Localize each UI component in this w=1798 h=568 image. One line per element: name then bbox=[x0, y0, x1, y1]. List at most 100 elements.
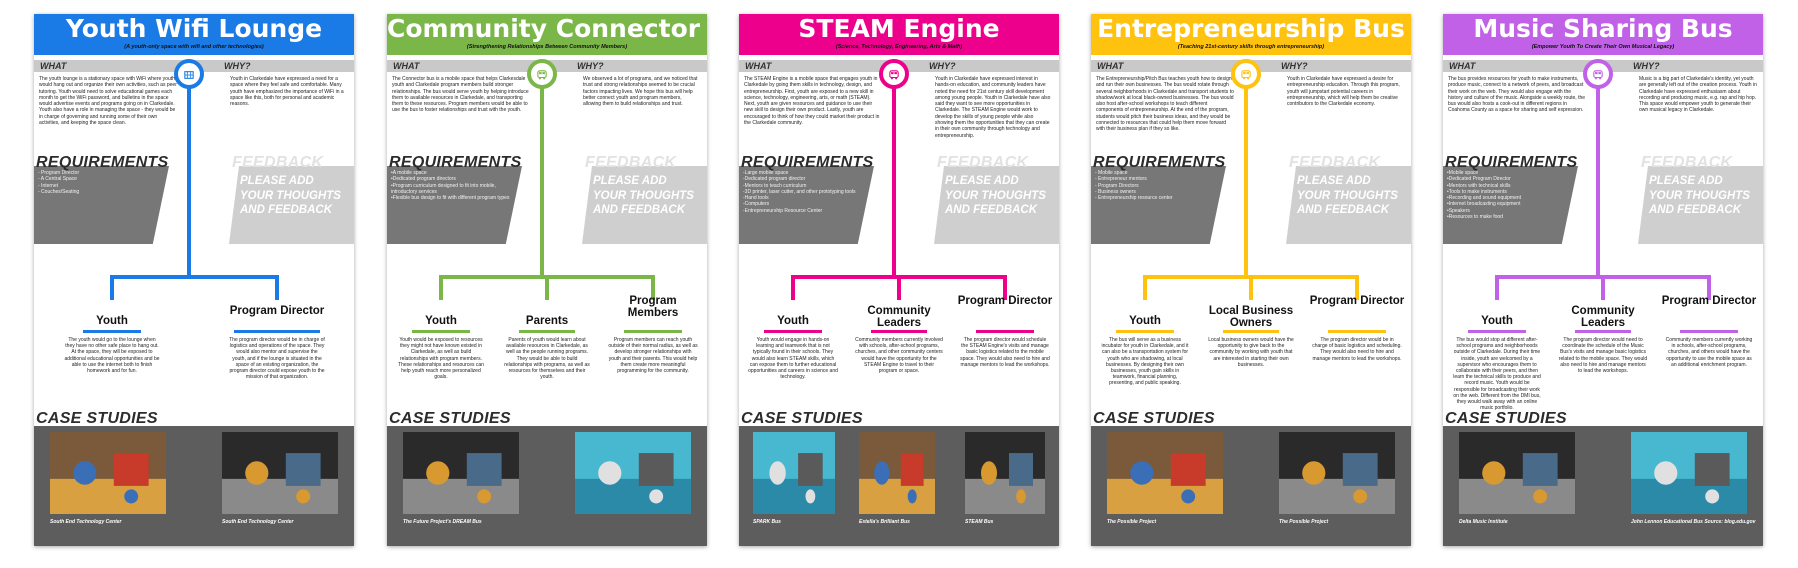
feedback-panel bbox=[582, 166, 707, 244]
case-studies-heading: CASE STUDIES bbox=[1093, 410, 1215, 427]
case-studies-heading: CASE STUDIES bbox=[389, 410, 511, 427]
poster-3: STEAM Engine(Science, Technology, Engine… bbox=[739, 14, 1059, 546]
role-name: Program Director bbox=[1661, 295, 1757, 307]
feedback-panel bbox=[1638, 166, 1763, 244]
branch-drop bbox=[651, 275, 655, 300]
role-underline bbox=[1575, 330, 1631, 333]
role-name: Community Leaders bbox=[1571, 305, 1635, 329]
tree-stem bbox=[892, 88, 896, 275]
branch-drop bbox=[1601, 275, 1605, 300]
why-description: Youth in Clarkedale have expressed a nee… bbox=[230, 76, 344, 108]
role-underline bbox=[1468, 330, 1526, 333]
role-description: The bus will serve as a business incubat… bbox=[1101, 337, 1189, 387]
requirements-heading: REQUIREMENTS bbox=[741, 154, 874, 171]
role-name: Youth bbox=[425, 315, 457, 327]
photo-caption: South End Technology Center bbox=[222, 519, 294, 525]
branch-drop bbox=[1249, 275, 1253, 300]
feedback-heading: FEEDBACK bbox=[585, 154, 677, 171]
poster-title: STEAM Engine bbox=[739, 14, 1059, 55]
requirements-list: - Mobile space - Entrepreneur mentors - … bbox=[1095, 170, 1173, 202]
music-bus-photo bbox=[1459, 432, 1575, 514]
role-underline bbox=[976, 330, 1034, 333]
branch-drop bbox=[1495, 275, 1499, 300]
role-underline bbox=[871, 330, 927, 333]
photo-caption: John Lennon Educational Bus Source: blog… bbox=[1631, 519, 1756, 525]
why-label: WHY? bbox=[1633, 61, 1660, 71]
role-description: Program members can reach youth outside … bbox=[608, 337, 698, 375]
requirements-heading: REQUIREMENTS bbox=[389, 154, 522, 171]
branch-drop bbox=[897, 275, 901, 300]
photo-caption: SPARK Bus bbox=[753, 519, 781, 525]
poster-5: Music Sharing Bus(Empower Youth To Creat… bbox=[1443, 14, 1763, 546]
photo-caption: Delta Music Institute bbox=[1459, 519, 1508, 525]
poster-subtitle: (Empower Youth To Create Their Own Music… bbox=[1531, 44, 1675, 50]
requirements-list: - Program Director - A Central Space - I… bbox=[38, 170, 80, 195]
branch-drop bbox=[791, 275, 795, 300]
mural-photo bbox=[50, 432, 166, 514]
requirements-list: -Large mobile space -Dedicated program d… bbox=[743, 170, 856, 214]
role-name: Parents bbox=[525, 315, 569, 327]
case-studies-heading: CASE STUDIES bbox=[1445, 410, 1567, 427]
poster-subtitle: (Strengthening Relationships Between Com… bbox=[466, 44, 628, 50]
why-description: Music is a big part of Clarkedale's iden… bbox=[1639, 76, 1757, 114]
what-description: The Connector bus is a mobile space that… bbox=[392, 76, 529, 114]
branch-drop bbox=[1707, 275, 1711, 300]
steam-bus-photo bbox=[965, 432, 1045, 514]
branch-drop bbox=[1003, 275, 1007, 300]
poster-subtitle: (A youth-only space with wifi and other … bbox=[124, 44, 264, 50]
what-label: WHAT bbox=[393, 61, 420, 71]
photo-caption: STEAM Bus bbox=[965, 519, 994, 525]
icon-circle bbox=[879, 59, 909, 89]
poster-4: Entrepreneurship Bus(Teaching 21st-centu… bbox=[1091, 14, 1411, 546]
role-name: Program Director bbox=[957, 295, 1053, 307]
branch-drop bbox=[110, 275, 114, 300]
feedback-prompt: PLEASE ADD YOUR THOUGHTS AND FEEDBACK bbox=[1649, 175, 1750, 216]
role-description: The program director would be in charge … bbox=[229, 337, 325, 381]
what-description: The youth lounge is a stationary space w… bbox=[39, 76, 177, 127]
icon-circle bbox=[1583, 59, 1613, 89]
feedback-panel bbox=[1286, 166, 1411, 244]
role-underline bbox=[1328, 330, 1386, 333]
role-name: Community Leaders bbox=[867, 305, 931, 329]
meeting-photo bbox=[1279, 432, 1395, 514]
why-description: Youth in Clarkedale have expressed a des… bbox=[1287, 76, 1400, 108]
role-underline bbox=[624, 330, 682, 333]
icon-circle bbox=[174, 59, 204, 89]
feedback-prompt: PLEASE ADD YOUR THOUGHTS AND FEEDBACK bbox=[593, 175, 694, 216]
presentation-photo bbox=[1107, 432, 1223, 514]
what-description: The Entrepreneurship/Pitch Bus teaches y… bbox=[1096, 76, 1234, 133]
poster-title: Entrepreneurship Bus bbox=[1091, 14, 1411, 55]
role-description: Local business owners would have the opp… bbox=[1208, 337, 1294, 368]
poster-1: Youth Wifi Lounge(A youth-only space wit… bbox=[34, 14, 354, 546]
photo-caption: Estella's Brilliant Bus bbox=[859, 519, 910, 525]
students-photo bbox=[859, 432, 935, 514]
requirements-panel bbox=[739, 166, 874, 244]
branch-drop bbox=[1143, 275, 1147, 300]
role-description: The bus would stop at different after-sc… bbox=[1453, 337, 1541, 412]
photo-caption: The Possible Project bbox=[1279, 519, 1329, 525]
feedback-panel bbox=[229, 166, 354, 244]
tree-stem bbox=[1596, 88, 1600, 275]
role-underline bbox=[1223, 330, 1279, 333]
role-name: Youth bbox=[1129, 315, 1161, 327]
role-description: Community members currently working in s… bbox=[1665, 337, 1753, 368]
poster-2: Community Connector Bus(Strengthening Re… bbox=[387, 14, 707, 546]
feedback-prompt: PLEASE ADD YOUR THOUGHTS AND FEEDBACK bbox=[945, 175, 1046, 216]
role-description: Parents of youth would learn about avail… bbox=[504, 337, 590, 381]
role-description: The youth would go to the lounge when th… bbox=[64, 337, 160, 375]
blue-bus-photo bbox=[403, 432, 519, 514]
icon-circle bbox=[1231, 59, 1261, 89]
requirements-list: •Mobile space •Dedicated Program Directo… bbox=[1447, 170, 1522, 221]
role-name: Youth bbox=[777, 315, 809, 327]
role-underline bbox=[764, 330, 822, 333]
branch-drop bbox=[275, 275, 279, 300]
feedback-heading: FEEDBACK bbox=[232, 154, 324, 171]
requirements-panel bbox=[387, 166, 522, 244]
role-underline bbox=[1680, 330, 1738, 333]
why-label: WHY? bbox=[929, 61, 956, 71]
bus-interior-photo bbox=[575, 432, 691, 514]
photo-caption: South End Technology Center bbox=[50, 519, 122, 525]
role-name: Program Director bbox=[229, 305, 325, 317]
requirements-heading: REQUIREMENTS bbox=[36, 154, 169, 171]
branch-drop bbox=[1355, 275, 1359, 300]
